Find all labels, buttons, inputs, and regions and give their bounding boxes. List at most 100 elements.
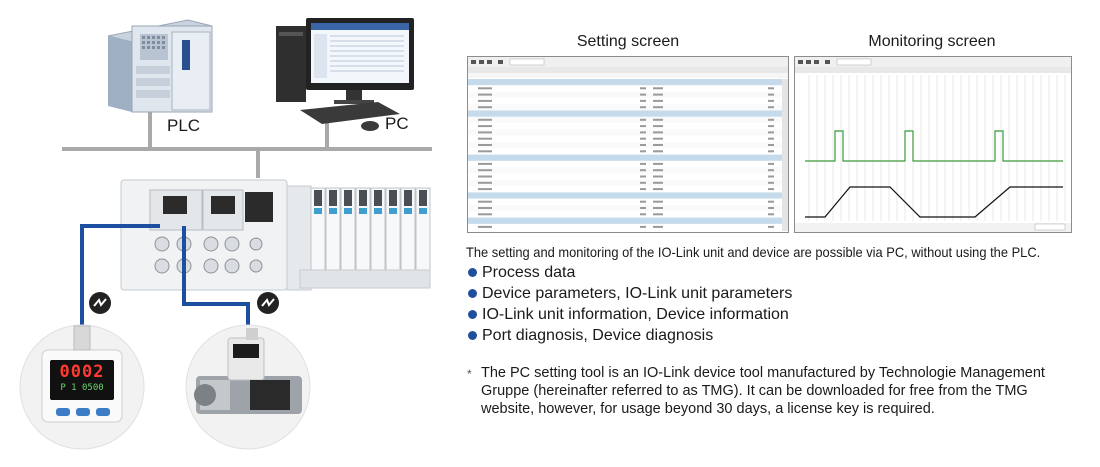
setting-cell-text	[478, 150, 492, 153]
setting-screen	[467, 56, 789, 233]
setting-cell-text	[768, 118, 774, 121]
monitor-trace-green	[805, 130, 1063, 162]
setting-table-row	[468, 223, 782, 231]
io-link-cables	[80, 224, 250, 326]
setting-cell-text	[653, 181, 663, 184]
setting-table-row	[468, 97, 782, 105]
feature-item: Port diagnosis, Device diagnosis	[466, 325, 792, 346]
setting-cell-text	[478, 225, 492, 228]
setting-cell-text	[653, 106, 663, 109]
footnote-text: The PC setting tool is an IO-Link device…	[481, 365, 1045, 417]
setting-cell-text	[478, 200, 492, 203]
flow-sensor-device	[185, 324, 311, 450]
setting-cell-text	[768, 200, 774, 203]
setting-table-row	[468, 154, 782, 161]
setting-cell-text	[653, 131, 663, 134]
setting-cell-text	[653, 99, 663, 102]
feature-item: Device parameters, IO-Link unit paramete…	[466, 283, 792, 304]
setting-cell-text	[640, 99, 646, 102]
setting-cell-text	[478, 106, 492, 109]
setting-table-row	[468, 110, 782, 117]
setting-table-row	[468, 173, 782, 180]
setting-table-row	[468, 79, 782, 86]
setting-cell-text	[768, 87, 774, 90]
setting-cell-text	[640, 207, 646, 209]
setting-cell-text	[640, 188, 646, 191]
setting-table-row	[468, 104, 782, 111]
description-text: The setting and monitoring of the IO-Lin…	[466, 244, 1041, 260]
setting-table-row	[468, 217, 782, 224]
setting-table-row	[468, 205, 782, 212]
setting-cell-text	[478, 162, 492, 165]
setting-cell-text	[640, 150, 646, 153]
setting-table-row	[468, 142, 782, 149]
monitoring-screen	[794, 56, 1072, 233]
setting-cell-text	[640, 125, 646, 128]
io-link-symbol-icon	[89, 292, 111, 314]
setting-cell-text	[768, 150, 774, 153]
setting-cell-text	[768, 106, 774, 109]
feature-list: Process data Device parameters, IO-Link …	[466, 262, 792, 346]
setting-cell-text	[768, 162, 774, 165]
setting-cell-text	[478, 125, 492, 128]
setting-table-row	[468, 167, 782, 174]
setting-cell-text	[768, 93, 774, 96]
setting-cell-text	[768, 125, 774, 128]
setting-table-row	[468, 179, 782, 187]
setting-cell-text	[653, 200, 663, 203]
setting-table-row	[468, 91, 782, 98]
monitor-trace-black	[805, 186, 1063, 218]
setting-cell-text	[478, 175, 492, 178]
setting-cell-text	[768, 99, 774, 102]
monitoring-screen-title: Monitoring screen	[868, 33, 996, 50]
setting-cell-text	[653, 188, 663, 191]
pressure-switch-device	[19, 324, 145, 450]
setting-cell-text	[653, 162, 663, 165]
setting-cell-text	[653, 144, 663, 146]
setting-cell-text	[478, 137, 492, 140]
setting-table-row	[468, 192, 782, 199]
setting-table-row	[468, 123, 782, 130]
setting-cell-text	[768, 188, 774, 191]
setting-cell-text	[653, 150, 663, 153]
io-link-manifold	[120, 179, 431, 291]
setting-cell-text	[478, 131, 492, 134]
setting-cell-text	[640, 169, 646, 172]
setting-cell-text	[478, 99, 492, 102]
setting-cell-text	[478, 207, 492, 209]
setting-cell-text	[640, 137, 646, 140]
setting-cell-text	[653, 175, 663, 178]
feature-item: IO-Link unit information, Device informa…	[466, 304, 792, 325]
setting-cell-text	[768, 144, 774, 146]
bullet-icon	[468, 289, 477, 298]
feature-item: Process data	[466, 262, 792, 283]
setting-cell-text	[768, 213, 774, 216]
setting-cell-text	[653, 93, 663, 96]
setting-table-row	[468, 129, 782, 136]
setting-table-row	[468, 198, 782, 205]
pc-unit	[276, 18, 414, 131]
setting-cell-text	[768, 169, 774, 172]
pressure-display-sub: P 1 0500	[60, 383, 104, 393]
setting-cell-text	[640, 175, 646, 178]
hardware-diagram	[19, 18, 432, 450]
setting-cell-text	[653, 207, 663, 209]
setting-cell-text	[768, 137, 774, 140]
feature-label: Port diagnosis, Device diagnosis	[482, 327, 714, 344]
setting-cell-text	[653, 137, 663, 140]
setting-cell-text	[640, 213, 646, 216]
setting-cell-text	[653, 169, 663, 172]
bullet-icon	[468, 268, 477, 277]
network-bus	[62, 112, 432, 178]
setting-table-row	[468, 211, 782, 218]
setting-cell-text	[653, 118, 663, 121]
setting-table-row	[468, 85, 782, 92]
setting-cell-text	[478, 213, 492, 216]
plc-label: PLC	[167, 116, 201, 135]
setting-cell-text	[640, 118, 646, 121]
setting-cell-text	[768, 175, 774, 178]
setting-cell-text	[768, 225, 774, 228]
setting-cell-text	[478, 93, 492, 96]
setting-table-row	[468, 148, 782, 155]
footnote-mark: *	[467, 367, 472, 381]
